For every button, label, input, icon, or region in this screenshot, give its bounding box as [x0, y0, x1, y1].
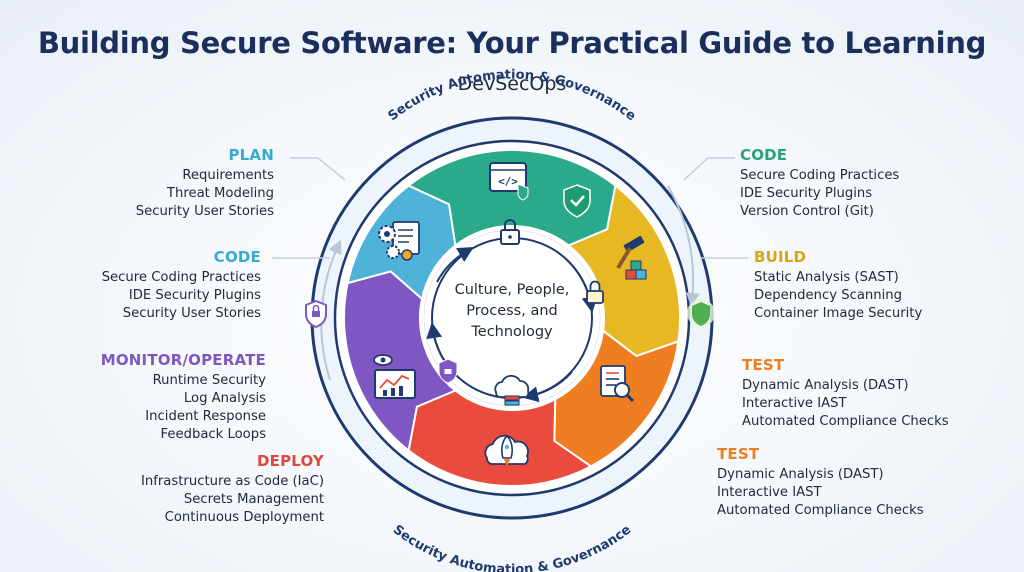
monitor-item: Log Analysis — [183, 391, 266, 406]
build-block: BUILD Static Analysis (SAST) Dependency … — [754, 248, 922, 323]
test-block-1: TEST Dynamic Analysis (DAST) Interactive… — [742, 356, 949, 431]
monitor-item: Runtime Security — [152, 373, 266, 388]
inner-arrow-4 — [522, 371, 573, 403]
shield-check-icon — [563, 184, 591, 218]
code-right-block: CODE Secure Coding Practices IDE Securit… — [740, 146, 899, 221]
deploy-item: Continuous Deployment — [164, 510, 324, 525]
deploy-block: DEPLOY Infrastructure as Code (IaC) Secr… — [141, 452, 324, 527]
build-item: Dependency Scanning — [754, 288, 903, 303]
magnifier-checklist-icon — [600, 365, 635, 403]
code-left-block: CODE Secure Coding Practices IDE Securit… — [102, 248, 261, 323]
test-heading: TEST — [742, 356, 785, 374]
test-item: Interactive IAST — [742, 396, 847, 411]
monitor-item: Incident Response — [145, 409, 266, 424]
plan-item: Threat Modeling — [166, 186, 274, 201]
inner-arrow-3 — [436, 246, 474, 283]
monitor-item: Feedback Loops — [160, 427, 267, 442]
svg-text:</>: </> — [498, 175, 518, 188]
code-right-item: Secure Coding Practices — [740, 168, 900, 183]
test-heading: TEST — [717, 445, 760, 463]
deploy-item: Secrets Management — [183, 492, 324, 507]
test-item: Dynamic Analysis (DAST) — [742, 378, 909, 393]
center-line-2: Process, and — [466, 303, 558, 319]
code-left-item: IDE Security Plugins — [128, 288, 261, 303]
code-left-heading: CODE — [213, 248, 261, 266]
shield-lock-inner-icon — [438, 358, 458, 384]
gear-doc-icon — [378, 221, 420, 261]
center-label: Culture, People, Process, and Technology — [432, 280, 592, 343]
lock-small-icon — [586, 280, 604, 304]
cloud-server-icon — [494, 374, 530, 406]
code-left-item: Security User Stories — [122, 306, 261, 321]
test-item: Dynamic Analysis (DAST) — [717, 467, 884, 482]
dashboard-chart-icon — [373, 354, 416, 399]
rocket-cloud-icon — [484, 434, 529, 467]
shield-badge-right-icon — [687, 299, 715, 327]
page-title: Building Secure Software: Your Practical… — [37, 26, 987, 60]
code-right-item: Version Control (Git) — [740, 204, 874, 219]
code-window-icon: </> — [489, 162, 529, 201]
center-line-1: Culture, People, — [454, 282, 570, 298]
shield-lock-icon — [305, 299, 327, 329]
code-left-item: Secure Coding Practices — [101, 270, 261, 285]
page-subtitle: DevSecOps — [457, 73, 567, 95]
connector-lines — [272, 157, 748, 259]
test-item: Automated Compliance Checks — [717, 503, 924, 518]
plan-item: Requirements — [182, 168, 274, 183]
test-item: Interactive IAST — [717, 485, 822, 500]
build-item: Static Analysis (SAST) — [754, 270, 899, 285]
monitor-block: MONITOR/OPERATE Runtime Security Log Ana… — [101, 351, 266, 444]
plan-item: Security User Stories — [135, 204, 274, 219]
plan-heading: PLAN — [228, 146, 274, 164]
deploy-heading: DEPLOY — [257, 452, 324, 470]
plan-block: PLAN Requirements Threat Modeling Securi… — [136, 146, 274, 221]
center-line-3: Technology — [471, 324, 553, 340]
deploy-item: Infrastructure as Code (IaC) — [141, 474, 324, 489]
monitor-heading: MONITOR/OPERATE — [100, 351, 266, 369]
band-arrow-right — [667, 185, 700, 307]
lock-icon — [500, 219, 520, 245]
test-block-2: TEST Dynamic Analysis (DAST) Interactive… — [717, 445, 924, 520]
code-right-item: IDE Security Plugins — [740, 186, 873, 201]
build-heading: BUILD — [754, 248, 807, 266]
test-item: Automated Compliance Checks — [742, 414, 949, 429]
build-item: Container Image Security — [754, 306, 923, 321]
hammer-blocks-icon — [616, 235, 647, 280]
code-right-heading: CODE — [740, 146, 788, 164]
